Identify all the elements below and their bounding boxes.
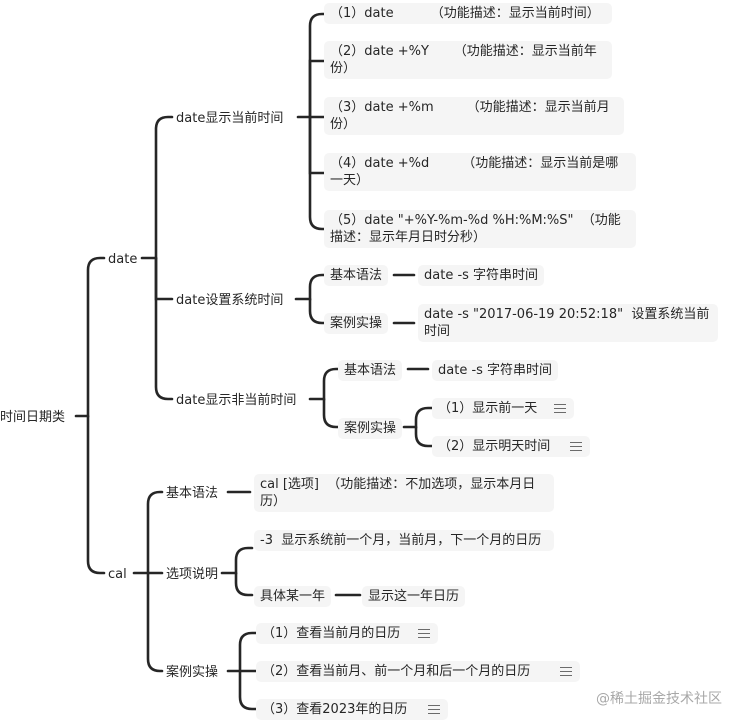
set-time-example-value[interactable]: date -s "2017-06-19 20:52:18" 设置系统当前时间 [418, 304, 718, 342]
edge-shownow-item4 [308, 115, 326, 175]
cal-example-2-text: （2）查看当前月、前一个月和后一个月的日历 [262, 664, 531, 679]
edge-date-showother [154, 256, 174, 401]
edge-cal-example [146, 571, 164, 673]
notes-icon[interactable] [428, 705, 440, 714]
show-now-item-4[interactable]: （4）date +%d （功能描述：显示当前是哪一天） [324, 153, 636, 191]
show-now-item-2[interactable]: （2）date +%Y （功能描述：显示当前年份） [324, 41, 612, 79]
cal-example-1-text: （1）查看当前月的日历 [262, 626, 401, 641]
cal-syntax-label[interactable]: 基本语法 [166, 486, 219, 501]
edge-showother-ex2 [414, 425, 434, 448]
show-now-item-3[interactable]: （3）date +%m （功能描述：显示当前月份） [324, 97, 624, 135]
notes-icon[interactable] [570, 442, 582, 451]
edge-root-date [74, 256, 106, 418]
edge-cal-syntax [132, 490, 164, 575]
root-node[interactable]: 时间日期类 [0, 410, 66, 425]
edge-options-1 [220, 546, 254, 575]
edge-root-cal [86, 414, 106, 575]
notes-icon[interactable] [554, 404, 566, 413]
show-other-syntax-value[interactable]: date -s 字符串时间 [432, 360, 559, 381]
show-other-example-label[interactable]: 案例实操 [338, 418, 403, 439]
edge-date-settime [154, 256, 174, 301]
edge-shownow-item2 [308, 59, 326, 119]
edge-calex-3 [238, 669, 258, 711]
cal-syntax-value[interactable]: cal [选项] （功能描述：不加选项，显示本月日历） [254, 474, 554, 512]
watermark: @稀土掘金技术社区 [596, 691, 722, 707]
cal-example-label[interactable]: 案例实操 [166, 665, 219, 680]
cal-example-3[interactable]: （3）查看2023年的日历 [256, 699, 448, 720]
show-other-example-2[interactable]: （2）显示明天时间 [432, 436, 590, 457]
cal-example-2[interactable]: （2）查看当前月、前一个月和后一个月的日历 [256, 661, 580, 682]
cal-option-2-value[interactable]: 显示这一年日历 [362, 586, 466, 607]
node-date[interactable]: date [108, 252, 138, 267]
cal-example-1[interactable]: （1）查看当前月的日历 [256, 623, 438, 644]
edge-settime-example [308, 297, 326, 325]
set-time-syntax-label[interactable]: 基本语法 [324, 265, 389, 286]
edge-showother-syntax [308, 367, 340, 401]
edge-shownow-item5 [308, 115, 326, 231]
notes-icon[interactable] [418, 629, 430, 638]
set-time-example-label[interactable]: 案例实操 [324, 313, 389, 334]
node-date-show-now[interactable]: date显示当前时间 [176, 111, 284, 126]
node-date-set-time[interactable]: date设置系统时间 [176, 293, 284, 308]
show-other-example-1[interactable]: （1）显示前一天 [432, 398, 574, 419]
edge-showother-ex1 [402, 406, 434, 429]
node-cal[interactable]: cal [108, 567, 127, 582]
show-now-item-5[interactable]: （5）date "+%Y-%m-%d %H:%M:%S" （功能描述：显示年月日… [324, 210, 636, 248]
show-other-example-2-text: （2）显示明天时间 [438, 439, 551, 454]
edge-date-shownow [140, 115, 174, 260]
edge-calex-1 [226, 631, 258, 673]
cal-option-1[interactable]: -3 显示系统前一个月，当前月，下一个月的日历 [254, 530, 554, 551]
node-date-show-other[interactable]: date显示非当前时间 [176, 393, 297, 408]
set-time-syntax-value[interactable]: date -s 字符串时间 [418, 265, 545, 286]
edge-options-2 [234, 571, 254, 597]
cal-options-label[interactable]: 选项说明 [166, 567, 219, 582]
cal-example-3-text: （3）查看2023年的日历 [262, 702, 408, 717]
notes-icon[interactable] [560, 667, 572, 676]
show-other-example-1-text: （1）显示前一天 [438, 401, 538, 416]
edge-shownow-item1 [296, 12, 326, 119]
show-now-item-1[interactable]: （1）date （功能描述：显示当前时间） [324, 3, 612, 24]
show-other-syntax-label[interactable]: 基本语法 [338, 360, 403, 381]
edge-showother-example [322, 397, 340, 429]
edge-settime-syntax [294, 273, 326, 301]
cal-option-2-label[interactable]: 具体某一年 [254, 586, 332, 607]
